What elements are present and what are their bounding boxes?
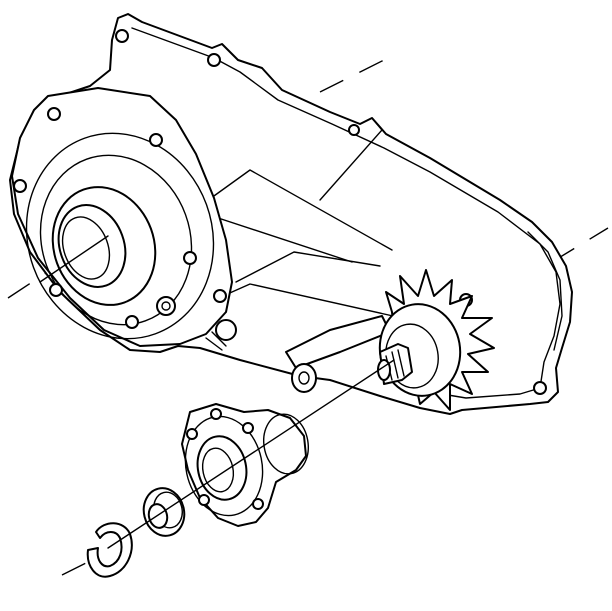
dowel-boss (156, 296, 176, 316)
bolt-hole (207, 53, 221, 67)
bolt-hole (186, 428, 198, 440)
bolt-hole (13, 179, 27, 193)
flange-bore-step (51, 186, 157, 306)
snap-ring (86, 522, 133, 578)
bolt-hole (183, 251, 197, 265)
bolt-hole (47, 107, 61, 121)
bolt-hole (49, 283, 63, 297)
bolt-hole (533, 381, 547, 395)
bolt-hole (198, 494, 210, 506)
retainer-neck (263, 413, 309, 475)
bolt-hole (115, 29, 129, 43)
retainer-bore (196, 435, 248, 501)
bolt-hole (252, 498, 264, 510)
flange-bore-inner (61, 216, 111, 280)
flange-face-ring (25, 132, 215, 340)
bolt-hole (210, 408, 222, 420)
bolt-hole (125, 315, 139, 329)
flange-face-ring-inner (39, 154, 193, 326)
bolt-hole (348, 124, 360, 136)
output-gear-sprocket (377, 269, 495, 411)
bolt-hole (242, 422, 254, 434)
dowel-boss-hole (161, 301, 171, 311)
assembly-axis (107, 359, 395, 549)
bolt-hole (149, 133, 163, 147)
housing-rear-rim (527, 231, 563, 351)
front-mounting-flange (11, 87, 233, 347)
bolt-hole (213, 289, 227, 303)
input-bearing-retainer-flange (181, 403, 309, 527)
